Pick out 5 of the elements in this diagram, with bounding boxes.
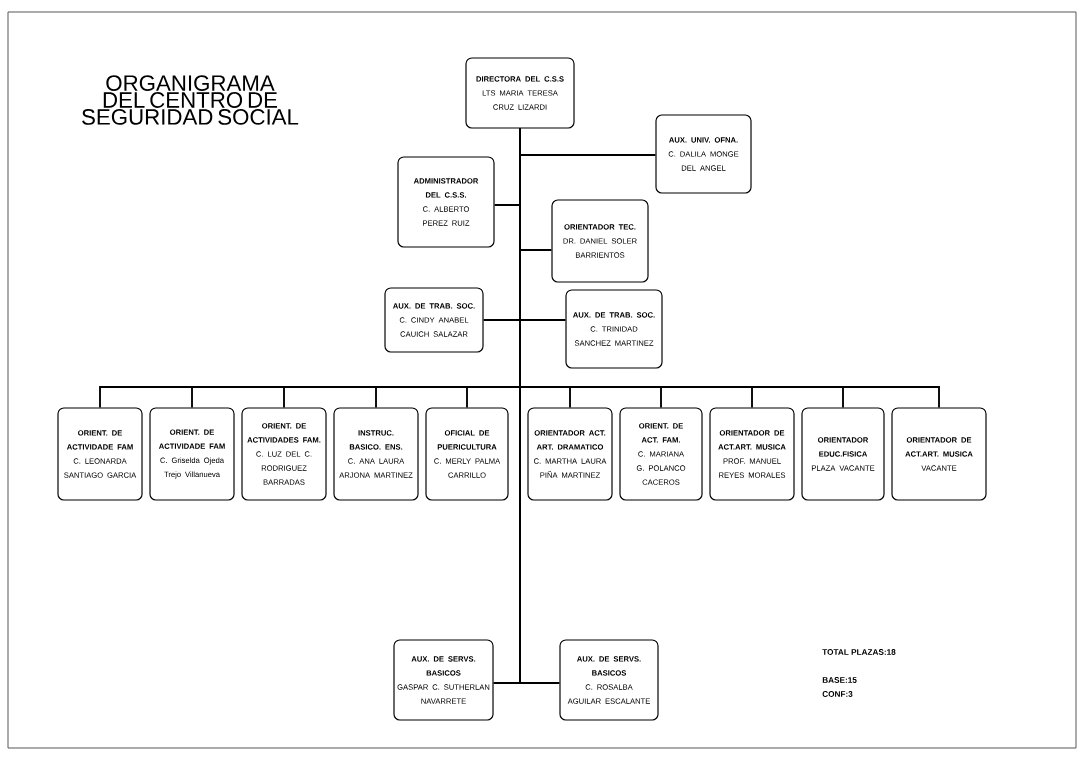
title: ORGANIGRAMA DEL CENTRO DE SEGURIDAD SOCIAL xyxy=(82,75,299,125)
note-text: TOTAL PLAZAS:18 xyxy=(822,649,896,655)
note-text: CONF:3 xyxy=(822,691,853,697)
connector-line xyxy=(519,127,561,684)
note-text: BASE:15 xyxy=(822,677,857,683)
